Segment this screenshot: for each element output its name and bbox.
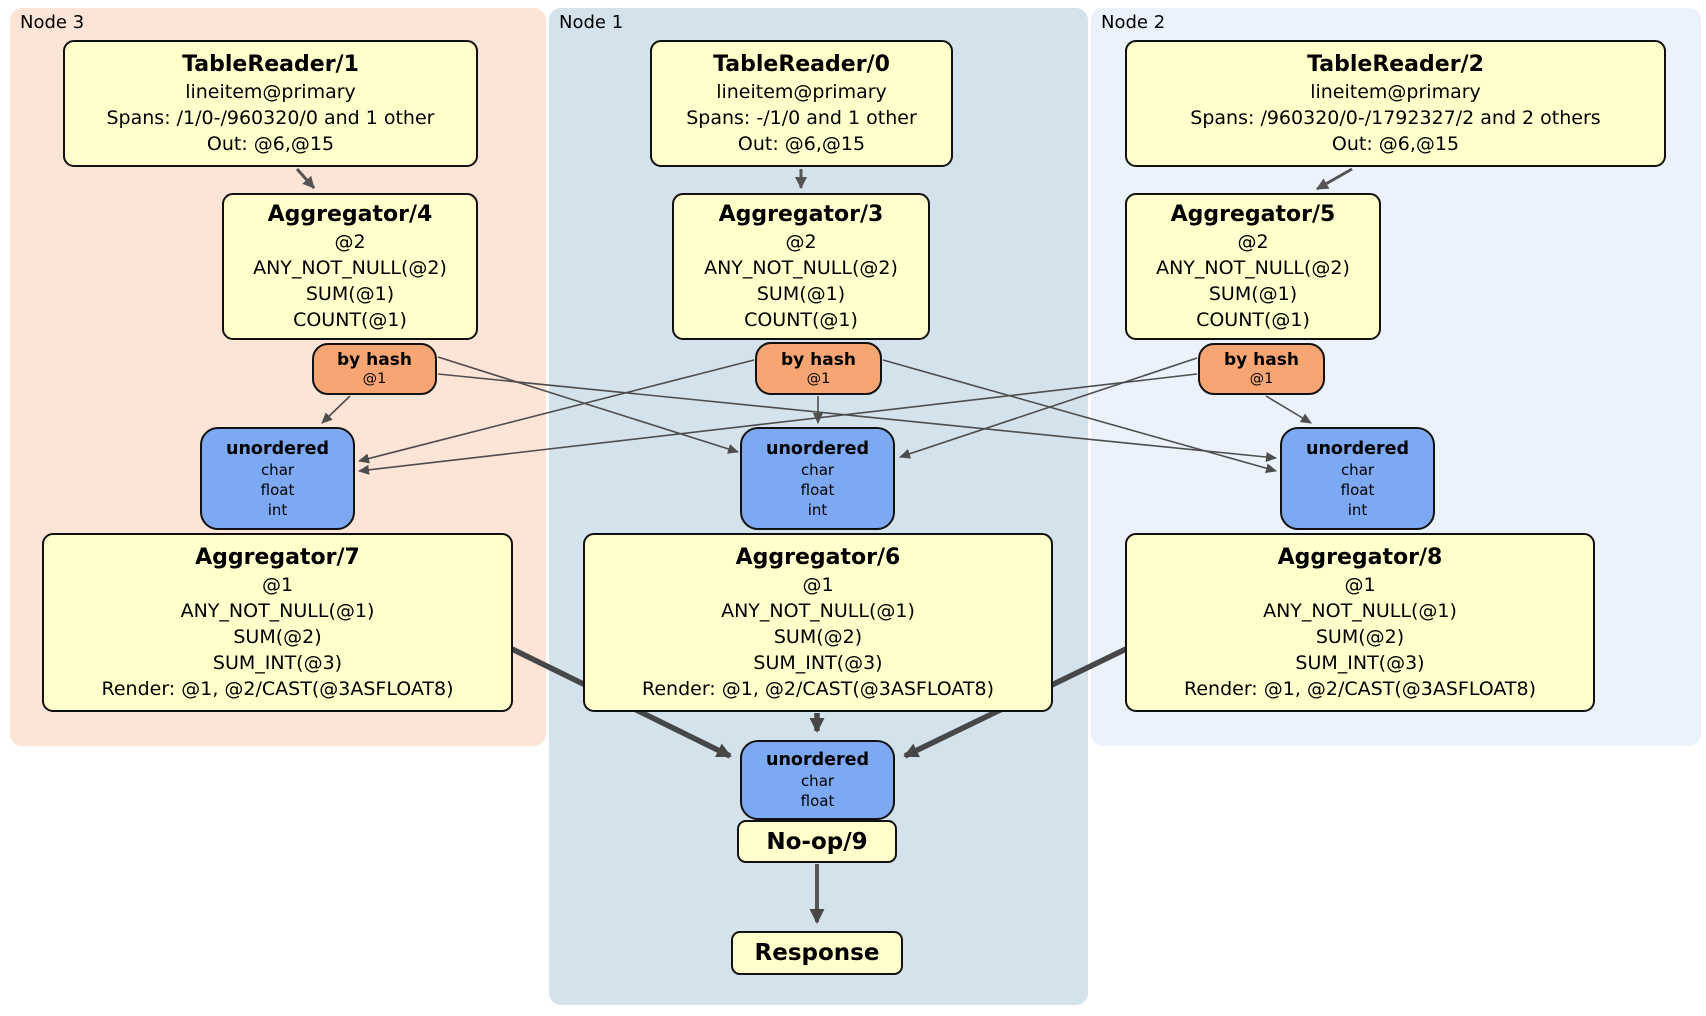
- edge-byhash1-to-unordered2: [882, 359, 1277, 474]
- processor-title: Aggregator/5: [1170, 201, 1336, 227]
- processor-title: TableReader/1: [182, 51, 359, 77]
- processor-detail: ANY_NOT_NULL(@2): [1156, 256, 1350, 279]
- processor-tablereader-0: TableReader/0 lineitem@primary Spans: -/…: [650, 40, 953, 167]
- sync-column: float: [260, 480, 295, 499]
- processor-detail: ANY_NOT_NULL(@2): [704, 256, 898, 279]
- processor-title: Aggregator/6: [735, 544, 901, 570]
- sync-title: unordered: [1306, 438, 1409, 459]
- sync-unordered-final: unordered char float: [740, 740, 895, 820]
- router-byhash-node2: by hash @1: [1198, 343, 1325, 395]
- sync-title: unordered: [766, 750, 869, 770]
- processor-detail: SUM_INT(@3): [1295, 651, 1425, 674]
- router-title: by hash: [1224, 350, 1299, 370]
- processor-detail: SUM(@2): [1315, 625, 1405, 648]
- sync-column: float: [800, 792, 835, 810]
- sync-column: int: [807, 500, 828, 519]
- processor-noop-9: No-op/9: [737, 820, 897, 863]
- processor-detail: @2: [785, 230, 817, 253]
- edge-byhash2-to-unordered1: [899, 357, 1198, 459]
- sync-column: char: [1340, 460, 1375, 479]
- processor-aggregator-4: Aggregator/4 @2 ANY_NOT_NULL(@2) SUM(@1)…: [222, 193, 478, 340]
- processor-aggregator-8: Aggregator/8 @1 ANY_NOT_NULL(@1) SUM(@2)…: [1125, 533, 1595, 712]
- router-columns: @1: [362, 371, 387, 387]
- edge-byhash3-to-unordered2: [437, 373, 1277, 462]
- processor-detail: SUM(@2): [233, 625, 322, 648]
- sync-unordered-node1: unordered char float int: [740, 427, 895, 530]
- edge-tablereader1-to-aggregator4: [295, 167, 316, 190]
- processor-detail: SUM_INT(@3): [753, 651, 883, 674]
- processor-detail: ANY_NOT_NULL(@2): [253, 256, 447, 279]
- sync-column: char: [800, 460, 835, 479]
- node2-region-label: Node 2: [1101, 12, 1166, 33]
- router-columns: @1: [1249, 371, 1274, 387]
- sync-unordered-node2: unordered char float int: [1280, 427, 1435, 530]
- processor-detail: @1: [802, 573, 834, 596]
- processor-detail: COUNT(@1): [293, 308, 407, 331]
- processor-detail: Render: @1, @2/CAST(@3ASFLOAT8): [642, 677, 994, 700]
- processor-detail: lineitem@primary: [1310, 80, 1481, 103]
- processor-detail: ANY_NOT_NULL(@1): [1263, 599, 1457, 622]
- processor-detail: COUNT(@1): [744, 308, 858, 331]
- processor-detail: lineitem@primary: [185, 80, 356, 103]
- router-columns: @1: [806, 370, 831, 387]
- processor-detail: @1: [1344, 573, 1376, 596]
- processor-title: Aggregator/7: [195, 544, 360, 570]
- edge-byhash2-to-unordered2: [1265, 395, 1312, 424]
- sync-column: char: [800, 772, 835, 790]
- processor-aggregator-7: Aggregator/7 @1 ANY_NOT_NULL(@1) SUM(@2)…: [42, 533, 513, 712]
- node1-region-label: Node 1: [559, 12, 624, 33]
- processor-title: Aggregator/3: [718, 201, 884, 227]
- processor-tablereader-2: TableReader/2 lineitem@primary Spans: /9…: [1125, 40, 1666, 167]
- sync-title: unordered: [226, 438, 329, 459]
- processor-title: Aggregator/4: [267, 201, 433, 227]
- edge-byhash1-to-unordered3: [358, 359, 755, 464]
- edge-byhash2-to-unordered3: [358, 373, 1198, 475]
- processor-title: TableReader/2: [1307, 51, 1484, 77]
- sync-unordered-node3: unordered char float int: [200, 427, 355, 530]
- processor-detail: Out: @6,@15: [206, 132, 335, 155]
- edge-byhash3-to-unordered1: [437, 356, 739, 454]
- processor-detail: Out: @6,@15: [1331, 132, 1460, 155]
- processor-detail: Out: @6,@15: [737, 132, 866, 155]
- processor-detail: ANY_NOT_NULL(@1): [721, 599, 915, 622]
- response-node: Response: [731, 931, 903, 975]
- edge-tablereader2-to-aggregator5: [1316, 167, 1353, 191]
- router-byhash-node1: by hash @1: [755, 342, 882, 395]
- edge-byhash3-to-unordered3: [321, 395, 351, 424]
- sync-column: char: [260, 460, 295, 479]
- sync-column: float: [1340, 480, 1375, 499]
- processor-detail: Spans: /1/0-/960320/0 and 1 other: [106, 106, 435, 129]
- node3-region-label: Node 3: [20, 12, 85, 33]
- processor-tablereader-1: TableReader/1 lineitem@primary Spans: /1…: [63, 40, 478, 167]
- processor-title: TableReader/0: [713, 51, 890, 77]
- processor-detail: Spans: -/1/0 and 1 other: [686, 106, 917, 129]
- processor-detail: @2: [1237, 230, 1269, 253]
- processor-aggregator-5: Aggregator/5 @2 ANY_NOT_NULL(@2) SUM(@1)…: [1125, 193, 1381, 340]
- router-title: by hash: [337, 350, 412, 370]
- processor-detail: SUM(@1): [1208, 282, 1298, 305]
- processor-detail: SUM(@2): [773, 625, 863, 648]
- processor-detail: SUM(@1): [756, 282, 846, 305]
- processor-detail: COUNT(@1): [1196, 308, 1310, 331]
- sync-column: float: [800, 480, 835, 499]
- processor-detail: lineitem@primary: [716, 80, 887, 103]
- sync-column: int: [267, 500, 288, 519]
- processor-aggregator-6: Aggregator/6 @1 ANY_NOT_NULL(@1) SUM(@2)…: [583, 533, 1053, 712]
- router-byhash-node3: by hash @1: [312, 343, 437, 395]
- processor-title: Response: [754, 940, 880, 966]
- sync-column: int: [1347, 500, 1368, 519]
- processor-aggregator-3: Aggregator/3 @2 ANY_NOT_NULL(@2) SUM(@1)…: [672, 193, 930, 340]
- processor-title: Aggregator/8: [1277, 544, 1443, 570]
- processor-title: No-op/9: [766, 828, 868, 855]
- processor-detail: @1: [261, 573, 294, 596]
- processor-detail: @2: [334, 230, 366, 253]
- router-title: by hash: [781, 349, 856, 370]
- processor-detail: ANY_NOT_NULL(@1): [180, 599, 375, 622]
- processor-detail: Render: @1, @2/CAST(@3ASFLOAT8): [101, 677, 454, 700]
- sync-title: unordered: [766, 438, 869, 459]
- processor-detail: SUM(@1): [305, 282, 395, 305]
- processor-detail: Spans: /960320/0-/1792327/2 and 2 others: [1190, 106, 1601, 129]
- processor-detail: SUM_INT(@3): [212, 651, 343, 674]
- processor-detail: Render: @1, @2/CAST(@3ASFLOAT8): [1184, 677, 1536, 700]
